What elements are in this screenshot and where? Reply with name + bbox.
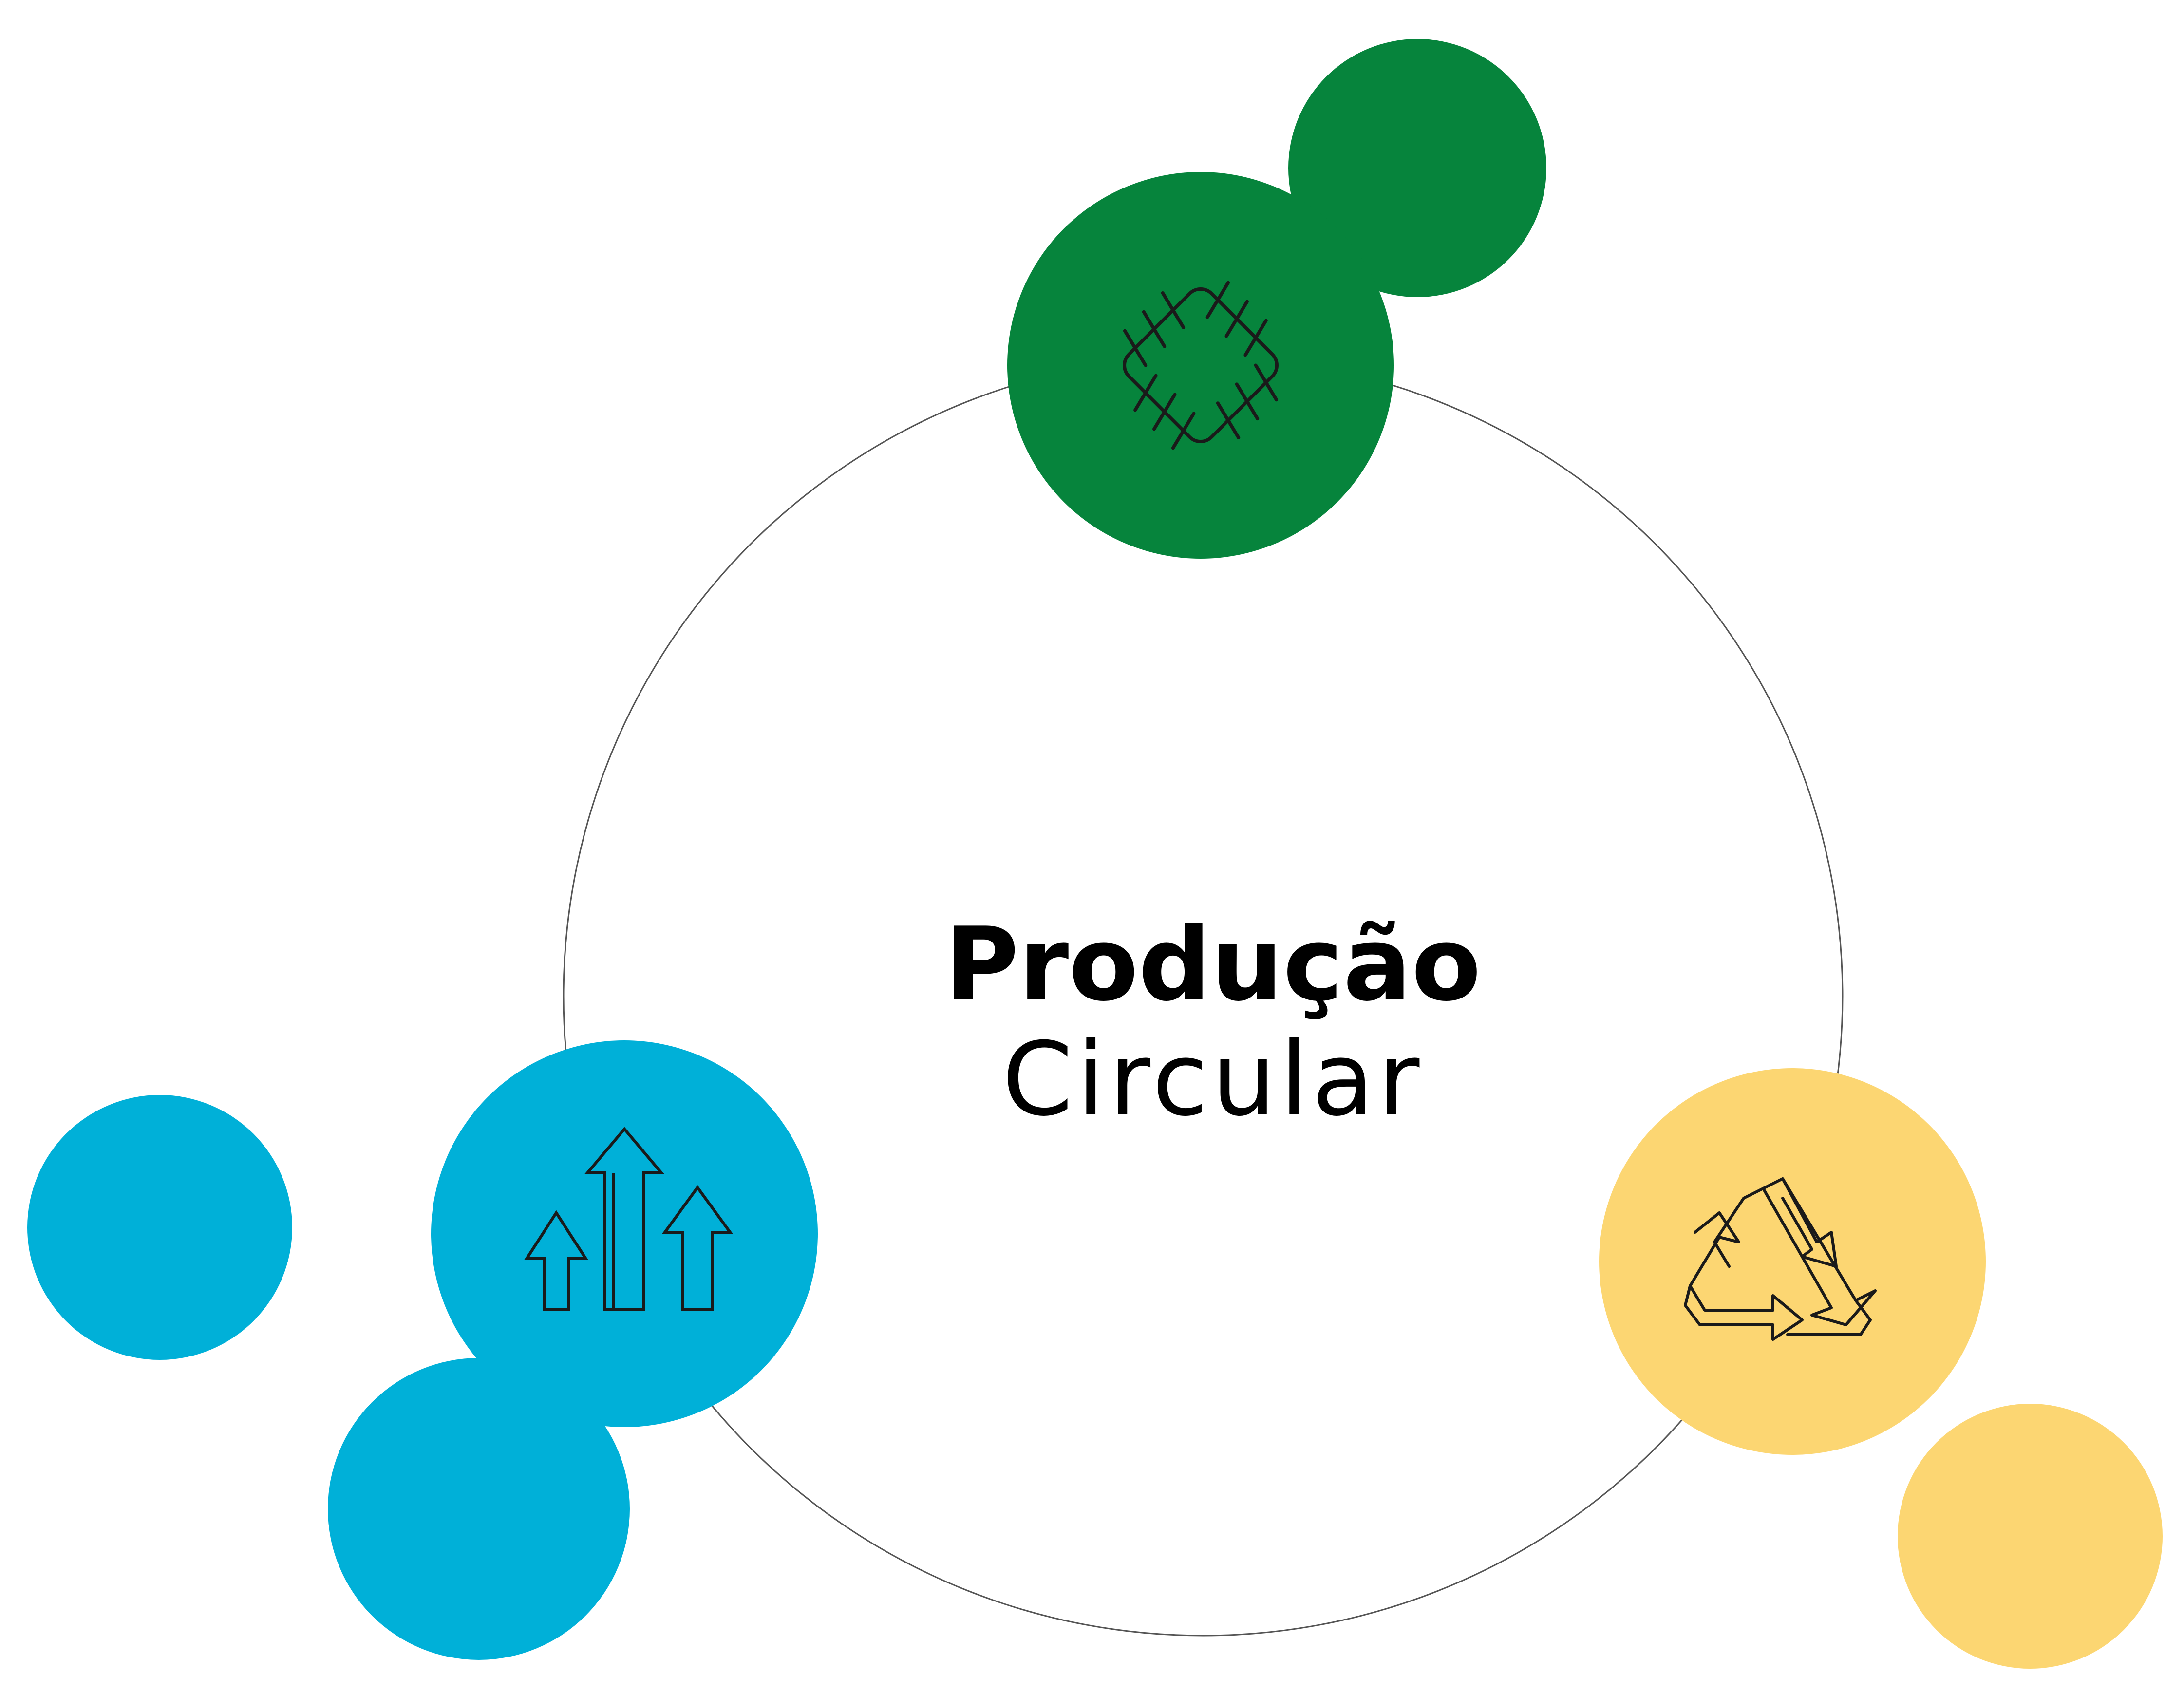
blue-node-circle (431, 1040, 818, 1427)
yellow-node-circle (1599, 1068, 1986, 1455)
blue-satellite-circle-left (27, 1095, 292, 1360)
green-node-circle (1007, 172, 1394, 559)
yellow-satellite-circle (1898, 1404, 2163, 1669)
green-satellite-circle (1288, 39, 1546, 297)
title-line-2: Circular (1002, 1021, 1424, 1139)
blue-satellite-circle-bottom (328, 1358, 630, 1660)
recycle-icon (1684, 1177, 1877, 1341)
stitched-patch-icon (1123, 281, 1279, 450)
up-arrows-icon (524, 1127, 733, 1311)
title-line-1: Produção (944, 906, 1481, 1024)
